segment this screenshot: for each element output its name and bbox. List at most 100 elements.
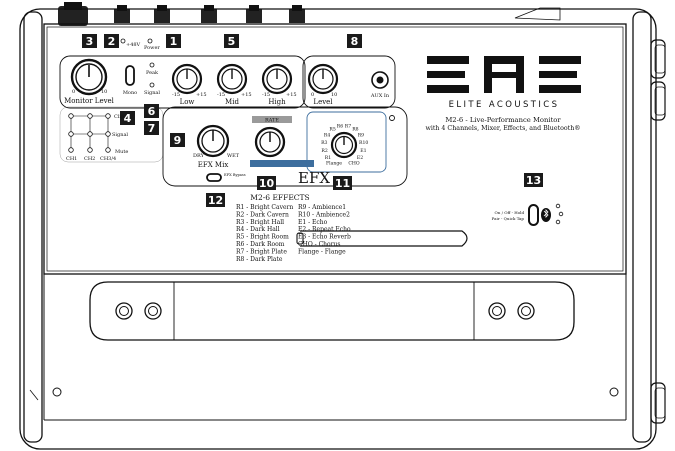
power-label: Power	[144, 45, 160, 51]
callout-4: 4	[120, 111, 135, 125]
monitor-level-knob[interactable]	[70, 58, 108, 96]
eq-max: +15	[241, 92, 252, 98]
effect-item: R7 - Bright Plate	[236, 248, 287, 255]
side-jack	[650, 39, 666, 79]
mid-knob[interactable]	[216, 63, 248, 95]
effect-item: E2 - Repeat Echo	[298, 226, 351, 233]
efx-dial-label: R1	[325, 155, 331, 161]
effect-item: CHO - Chorus	[298, 241, 340, 248]
svg-text:13: 13	[526, 174, 541, 187]
efx-select-frame	[306, 111, 387, 173]
bt-line-2: Pair - Quick Tap	[492, 216, 525, 221]
top-knob	[154, 5, 170, 23]
screw-icon	[609, 387, 619, 397]
rate-label: RATE	[265, 118, 279, 124]
svg-text:12: 12	[208, 194, 223, 207]
effect-item: R3 - Bright Hall	[236, 219, 284, 226]
antenna	[296, 230, 468, 247]
efx-dial-label: R4	[324, 132, 330, 138]
signal-led-icon	[149, 82, 155, 88]
side-jack	[650, 81, 666, 121]
efx-label: EFX	[298, 169, 330, 187]
cabinet	[19, 8, 666, 450]
brand-logo	[427, 56, 581, 93]
svg-text:2: 2	[108, 35, 116, 48]
aux-in-label: AUX In	[370, 93, 390, 99]
mono-label: Mono	[123, 90, 137, 96]
eq-max: +15	[286, 92, 297, 98]
efx-dial-label: E1	[360, 148, 366, 154]
phantom-label: +48V	[126, 42, 141, 48]
callout-8: 8	[347, 34, 362, 48]
top-knobs	[58, 2, 561, 26]
effect-item: R4 - Dark Hall	[236, 226, 280, 233]
ch1-label: CH1	[66, 156, 77, 162]
rate-knob[interactable]	[254, 126, 286, 158]
bluetooth-button[interactable]	[528, 204, 539, 226]
efx-dial-label: E2	[357, 155, 363, 161]
power-led-icon	[147, 38, 153, 44]
svg-text:10: 10	[259, 177, 275, 190]
bt-led-icon	[555, 219, 561, 225]
high-label: High	[268, 98, 286, 106]
wet-label: WET	[227, 153, 240, 159]
handle-screw-icon	[115, 302, 133, 320]
high-knob[interactable]	[261, 63, 293, 95]
phantom-led-icon	[120, 38, 126, 44]
eq-min: -15	[217, 92, 225, 98]
low-label: Low	[180, 98, 195, 106]
eq-section	[59, 55, 306, 109]
bluetooth-icon	[541, 208, 551, 222]
efx-dial-label: CHO	[348, 160, 360, 166]
scale-min: 0	[72, 89, 75, 95]
channel-led-matrix	[68, 113, 111, 153]
efx-bypass-switch[interactable]	[206, 173, 222, 182]
ch34-label: CH3/4	[100, 156, 116, 162]
efx-dial-label: R6	[337, 123, 343, 129]
effect-item: R2 - Dark Cavern	[236, 211, 289, 218]
low-knob[interactable]	[171, 63, 203, 95]
effect-item: R10 - Ambience2	[298, 211, 350, 218]
control-panel	[43, 23, 627, 275]
efx-select-knob[interactable]	[330, 131, 358, 159]
effect-item: R9 - Ambience1	[298, 204, 346, 211]
cabinet-body	[19, 8, 657, 450]
scale-max: 10	[101, 89, 107, 95]
effect-item: R5 - Bright Room	[236, 234, 289, 241]
svg-text:8: 8	[351, 35, 359, 48]
effect-item: R8 - Dark Plate	[236, 256, 283, 263]
mono-switch[interactable]	[125, 65, 135, 86]
model-line-2: with 4 Channels, Mixer, Effects, and Blu…	[425, 125, 580, 132]
led-icon	[87, 131, 93, 137]
callout-11: 11	[333, 176, 352, 190]
efx-dial-label: Flange	[326, 160, 342, 166]
scale-max: 10	[331, 92, 337, 98]
led-icon	[87, 147, 93, 153]
clip-label: Clip	[114, 114, 124, 120]
efx-bypass-label: EFX Bypass	[224, 173, 246, 177]
svg-text:1: 1	[170, 35, 178, 48]
efx-led-icon	[389, 115, 395, 121]
eq-min: -15	[172, 92, 180, 98]
led-icon	[105, 131, 111, 137]
aux-in-jack[interactable]	[371, 71, 389, 89]
right-rail	[632, 11, 652, 443]
effects-title: M2-6 EFFECTS	[250, 193, 309, 202]
top-knob	[114, 5, 130, 23]
efx-mix-knob[interactable]	[196, 124, 230, 158]
left-rail	[23, 11, 43, 443]
svg-text:11: 11	[335, 177, 350, 190]
callout-2: 2	[104, 34, 119, 48]
aux-level-knob[interactable]	[307, 63, 339, 95]
callout-9: 9	[170, 133, 185, 147]
scale-min: 0	[311, 92, 314, 98]
ch2-label: CH2	[84, 156, 95, 162]
aux-section	[302, 55, 396, 109]
callout-1: 1	[166, 34, 181, 48]
svg-text:4: 4	[124, 112, 132, 125]
handle-screw-icon	[517, 302, 535, 320]
